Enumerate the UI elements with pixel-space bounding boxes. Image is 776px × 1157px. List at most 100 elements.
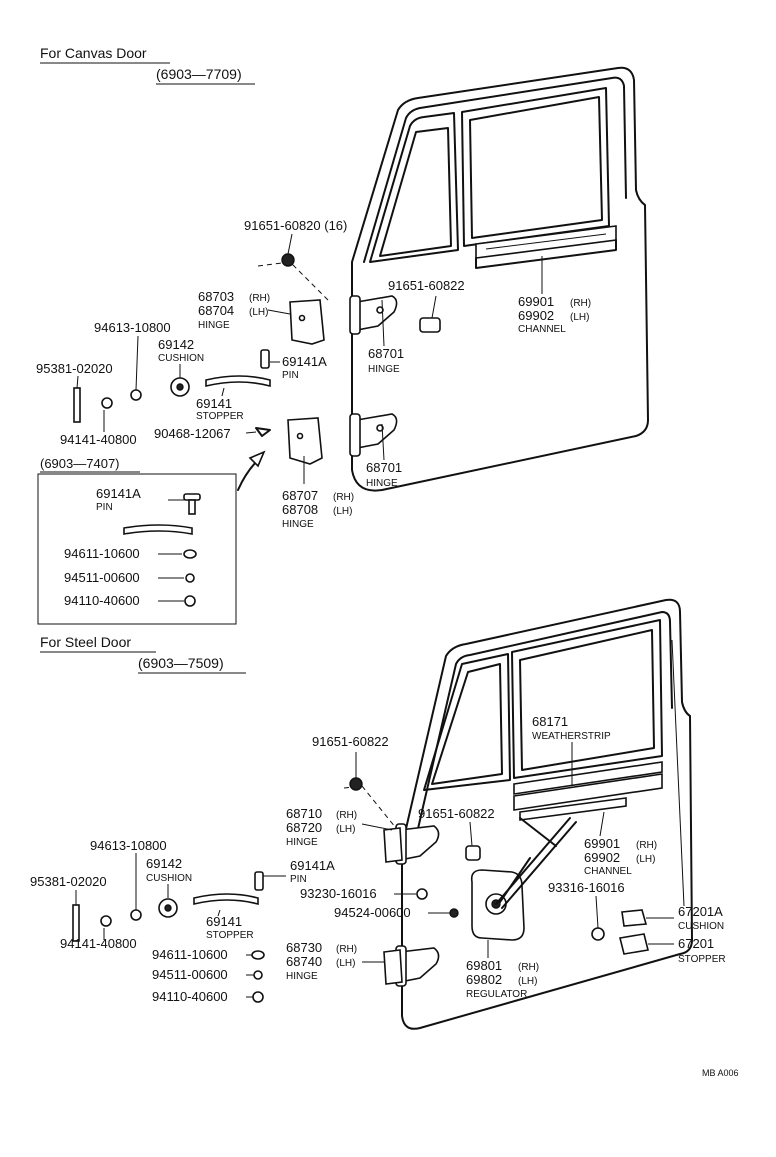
canvas-body-hinge-lower — [287, 417, 323, 465]
steel-door-heading: For Steel Door (6903—7509) — [40, 634, 246, 674]
steel-washer-94524 — [449, 908, 459, 918]
canvas-inset-arrow-stem — [237, 459, 259, 491]
label-canvas-69901-name: CHANNEL — [518, 324, 566, 335]
label-steel-91651-a: 91651-60822 — [312, 734, 389, 749]
canvas-body-hinge-upper-hole — [298, 314, 306, 322]
canvas-labels: 91651-60820 (16) 68703 (RH) 68704 (LH) H… — [36, 218, 591, 530]
steel-door-range: (6903—7509) — [138, 655, 224, 671]
canvas-bolt-91651-60822 — [419, 317, 441, 333]
label-canvas-68703-side: (RH) — [249, 293, 270, 304]
steel-upper-hinge-leaf — [383, 827, 403, 863]
canvas-body-hinge-lower-hole — [296, 432, 304, 440]
label-canvas-68701-upper: 68701 — [368, 346, 404, 361]
steel-vent-window-outer — [423, 653, 511, 791]
label-steel-68710-side: (RH) — [336, 810, 357, 821]
label-canvas-68704-side: (LH) — [249, 307, 268, 318]
label-steel-69901: 69901 — [584, 836, 620, 851]
label-canvas-68704: 68704 — [198, 303, 234, 318]
canvas-lower-hinge-barrel — [349, 413, 361, 457]
label-canvas-94613: 94613-10800 — [94, 320, 171, 335]
steel-regulator-link — [519, 817, 557, 847]
label-inset-94611: 94611-10600 — [64, 546, 140, 561]
label-canvas-68707-side: (RH) — [333, 492, 354, 503]
label-steel-95381: 95381-02020 — [30, 874, 107, 889]
label-steel-69902-side: (LH) — [636, 854, 655, 865]
canvas-upper-hinge — [356, 295, 398, 331]
label-steel-68710-name: HINGE — [286, 837, 318, 848]
label-canvas-69901: 69901 — [518, 294, 554, 309]
steel-door-hinges — [343, 785, 440, 987]
label-steel-94141: 94141-40800 — [60, 936, 137, 951]
steel-door-title: For Steel Door — [40, 634, 131, 650]
label-inset-94511: 94511-00600 — [64, 570, 140, 585]
label-canvas-68703-name: HINGE — [198, 320, 230, 331]
canvas-lower-hinge-bolt — [376, 424, 384, 432]
label-canvas-68707: 68707 — [282, 488, 318, 503]
leader-canvas-68703 — [267, 309, 291, 315]
label-steel-68740-side: (LH) — [336, 958, 355, 969]
canvas-channel-groove — [485, 233, 607, 250]
label-canvas-68708: 68708 — [282, 502, 318, 517]
label-steel-68171-name: WEATHERSTRIP — [532, 731, 611, 742]
label-steel-69141: 69141 — [206, 914, 242, 929]
label-inset-69141A: 69141A — [96, 486, 141, 501]
label-steel-67201A: 67201A — [678, 904, 723, 919]
inset-pin-head — [183, 493, 201, 501]
label-inset-94110: 94110-40600 — [64, 593, 140, 608]
leader-steel-68710 — [361, 823, 393, 831]
steel-upper-hinge — [399, 825, 440, 861]
label-steel-68730-name: HINGE — [286, 971, 318, 982]
steel-nut-94141 — [100, 915, 112, 927]
canvas-pin-69141A — [260, 349, 270, 369]
label-canvas-68708-side: (LH) — [333, 506, 352, 517]
label-canvas-95381: 95381-02020 — [36, 361, 113, 376]
steel-door-outer — [401, 598, 693, 1030]
steel-screw-93316 — [591, 927, 605, 941]
label-canvas-90468: 90468-12067 — [154, 426, 231, 441]
label-steel-69901-side: (RH) — [636, 840, 657, 851]
label-steel-69141-name: STOPPER — [206, 930, 254, 941]
steel-washer-94511 — [253, 970, 263, 980]
canvas-inset-box: (6903—7407) — [37, 456, 237, 625]
steel-bolt-91651-a — [349, 777, 363, 791]
label-steel-69141A-name: PIN — [290, 874, 307, 885]
canvas-clip-90468 — [255, 427, 271, 437]
label-steel-94611: 94611-10600 — [152, 947, 228, 962]
steel-pin-69141A — [254, 871, 264, 891]
label-canvas-68701-lower: 68701 — [366, 460, 402, 475]
label-steel-69802-side: (LH) — [518, 976, 537, 987]
canvas-door-range: (6903—7709) — [156, 66, 242, 82]
canvas-cushion-center — [176, 383, 184, 391]
label-steel-69801-name: REGULATOR — [466, 989, 527, 1000]
canvas-bolt-dashed-guide — [257, 261, 329, 301]
leader-steel-93316 — [595, 895, 599, 929]
steel-door-frame — [401, 598, 693, 1030]
leader-canvas-95381 — [76, 375, 79, 389]
steel-regulator-arm-short — [499, 857, 531, 903]
label-canvas-69141: 69141 — [196, 396, 232, 411]
steel-weatherstrip-part — [513, 761, 663, 795]
leader-lines — [75, 233, 685, 998]
footer-ref-code: MB A006 — [702, 1068, 739, 1078]
inset-stopper — [123, 524, 193, 535]
label-canvas-68703: 68703 — [198, 289, 234, 304]
steel-lower-hinge — [399, 947, 440, 983]
leader-steel-67201A-long — [671, 639, 685, 907]
leader-canvas-68701-lower — [381, 423, 385, 461]
label-steel-68171: 68171 — [532, 714, 568, 729]
label-canvas-69141A: 69141A — [282, 354, 327, 369]
leader-canvas-91651-60822 — [431, 295, 437, 319]
label-canvas-69902-side: (LH) — [570, 312, 589, 323]
canvas-vent-window-outer — [369, 112, 459, 263]
canvas-main-window-inner — [469, 96, 603, 239]
canvas-door-frame — [351, 66, 649, 492]
label-canvas-91651-60820: 91651-60820 (16) — [244, 218, 347, 233]
inset-nut-94110 — [184, 595, 196, 607]
label-canvas-68707-name: HINGE — [282, 519, 314, 530]
steel-nut-94110 — [252, 991, 264, 1003]
label-steel-69801-side: (RH) — [518, 962, 539, 973]
canvas-main-window-outer — [461, 87, 610, 247]
canvas-door-outer — [351, 66, 649, 492]
